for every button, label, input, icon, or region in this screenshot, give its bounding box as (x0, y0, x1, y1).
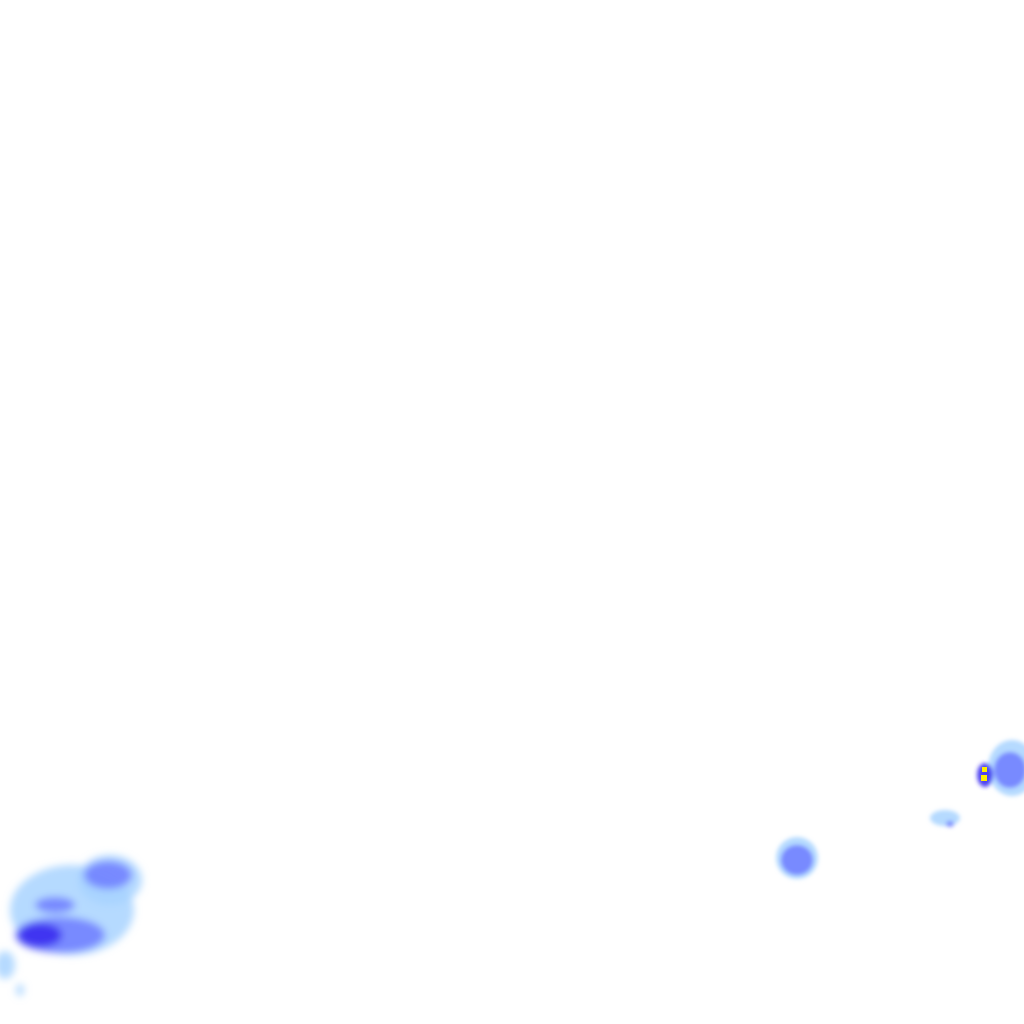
precip-light-area (16, 984, 24, 996)
precip-cell-central (776, 837, 818, 879)
precip-cell-east-small (930, 810, 960, 827)
precip-heavy-area (18, 923, 62, 947)
precip-cell-southwest (0, 855, 142, 996)
precip-light-area (930, 810, 960, 826)
precip-moderate-area (946, 821, 954, 827)
precip-cell-east (977, 740, 1024, 796)
precip-extreme-area (982, 767, 987, 772)
precip-moderate-area (994, 752, 1024, 788)
precip-moderate-area (84, 861, 132, 889)
precip-moderate-area (35, 897, 75, 913)
precip-light-area (0, 951, 15, 979)
precip-extreme-area (981, 775, 987, 781)
precip-moderate-area (781, 845, 813, 875)
